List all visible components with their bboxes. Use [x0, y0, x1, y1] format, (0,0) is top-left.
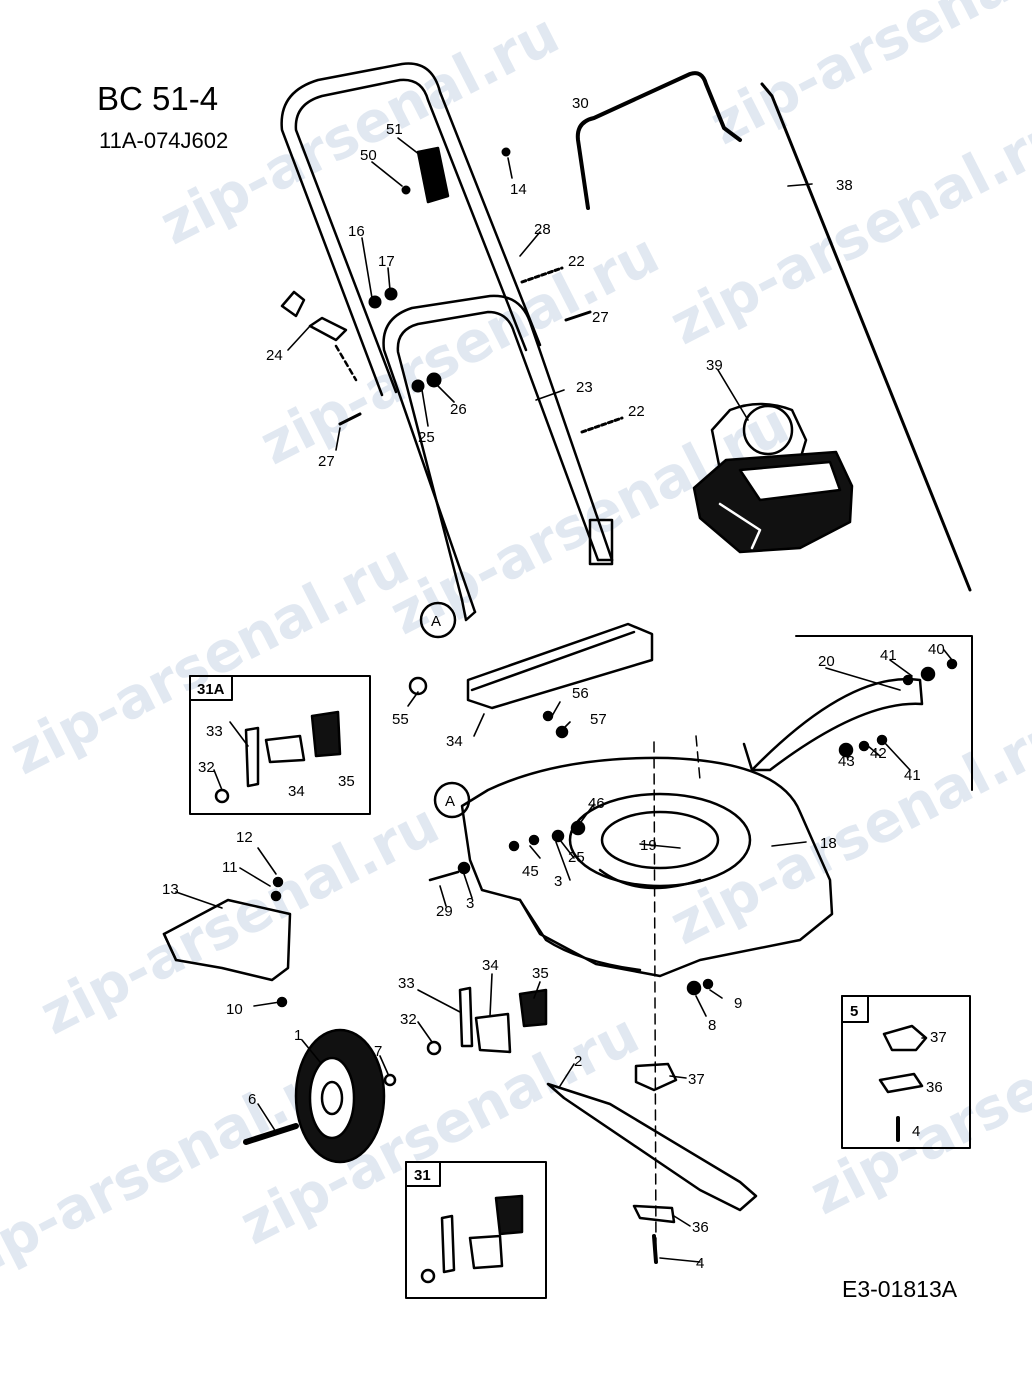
callout-26: 26	[450, 401, 467, 418]
lower-handle-part	[382, 294, 614, 622]
callout-4: 4	[696, 1255, 704, 1272]
drawing-code: E3-01813A	[842, 1276, 958, 1302]
callout-39: 39	[706, 357, 723, 374]
callout-35: 35	[532, 965, 549, 982]
callout-20: 20	[818, 653, 835, 670]
inset-box-31	[405, 1161, 547, 1299]
callout-10: 10	[226, 1001, 243, 1018]
callout-1: 1	[294, 1027, 302, 1044]
callout-56: 56	[572, 685, 589, 702]
inset-box-31a	[189, 675, 371, 815]
callout-51: 51	[386, 121, 403, 138]
callout-9: 9	[734, 995, 742, 1012]
handle-bolts	[338, 147, 624, 434]
callout-27: 27	[592, 309, 609, 326]
callout-3: 3	[554, 873, 562, 890]
inset-box-31a-label: 31A	[197, 681, 225, 698]
callout-41: 41	[880, 647, 897, 664]
callout-43: 43	[838, 753, 855, 770]
cable-lever-part	[280, 290, 358, 382]
callout-24: 24	[266, 347, 283, 364]
callout-30: 30	[572, 95, 589, 112]
callout-11: 11	[222, 859, 238, 876]
callout-16: 16	[348, 223, 365, 240]
callout-45: 45	[522, 863, 539, 880]
callout-18: 18	[820, 835, 837, 852]
callout-41: 41	[904, 767, 921, 784]
callout-57: 57	[590, 711, 607, 728]
callout-6: 6	[248, 1091, 256, 1108]
callout-27: 27	[318, 453, 335, 470]
callout-50: 50	[360, 147, 377, 164]
callout-33: 33	[206, 723, 223, 740]
callout-36: 36	[926, 1079, 943, 1096]
callout-34: 34	[446, 733, 463, 750]
detail-marker-a-top	[419, 601, 457, 639]
detail-marker-a-deck-label: A	[445, 793, 455, 810]
callout-12: 12	[236, 829, 253, 846]
callout-33: 33	[398, 975, 415, 992]
inset-box-31-label: 31	[414, 1167, 431, 1184]
callout-labels: 51 50 14 28 22 16 17 27 23 22 24 26 25 2…	[162, 95, 947, 1272]
callout-7: 7	[374, 1043, 382, 1060]
handle-clip-part	[416, 146, 450, 204]
rear-guard-part	[742, 635, 973, 791]
callout-17: 17	[378, 253, 395, 270]
callout-40: 40	[928, 641, 945, 658]
mulch-clip-parts	[383, 986, 548, 1087]
upper-handle-part	[280, 62, 542, 397]
part-number: 11A-074J602	[99, 128, 229, 153]
rear-bracket-part	[408, 622, 654, 739]
callout-25: 25	[568, 849, 585, 866]
control-bail-part	[575, 71, 742, 210]
callout-36: 36	[692, 1219, 709, 1236]
callout-13: 13	[162, 881, 179, 898]
callout-2: 2	[574, 1053, 582, 1070]
callout-42: 42	[870, 745, 887, 762]
callout-4: 4	[912, 1123, 920, 1140]
engine-part	[692, 402, 854, 554]
callout-19: 19	[640, 837, 657, 854]
callout-25: 25	[418, 429, 435, 446]
callout-leaders	[175, 137, 953, 1263]
callout-14: 14	[510, 181, 527, 198]
blade-part	[546, 1062, 758, 1264]
callout-32: 32	[198, 759, 215, 776]
control-cable-part	[760, 82, 972, 592]
callout-22: 22	[568, 253, 585, 270]
callout-3: 3	[466, 895, 474, 912]
callout-37: 37	[930, 1029, 947, 1046]
detail-marker-a-top-label: A	[431, 613, 441, 630]
callout-32: 32	[400, 1011, 417, 1028]
wheel-part	[243, 1028, 386, 1164]
callout-28: 28	[534, 221, 551, 238]
callout-29: 29	[436, 903, 453, 920]
side-flap-part	[162, 876, 292, 1008]
callout-55: 55	[392, 711, 409, 728]
callout-34: 34	[482, 957, 499, 974]
callout-38: 38	[836, 177, 853, 194]
callout-35: 35	[338, 773, 355, 790]
model-title: BC 51-4	[97, 80, 219, 117]
inset-box-5	[841, 995, 971, 1149]
callout-37: 37	[688, 1071, 705, 1088]
callout-22: 22	[628, 403, 645, 420]
callout-8: 8	[708, 1017, 716, 1034]
callout-34: 34	[288, 783, 305, 800]
detail-marker-a-deck	[433, 781, 471, 819]
inset-box-5-label: 5	[850, 1003, 858, 1020]
callout-23: 23	[576, 379, 593, 396]
mower-deck-part	[428, 735, 834, 1256]
callout-46: 46	[588, 795, 605, 812]
